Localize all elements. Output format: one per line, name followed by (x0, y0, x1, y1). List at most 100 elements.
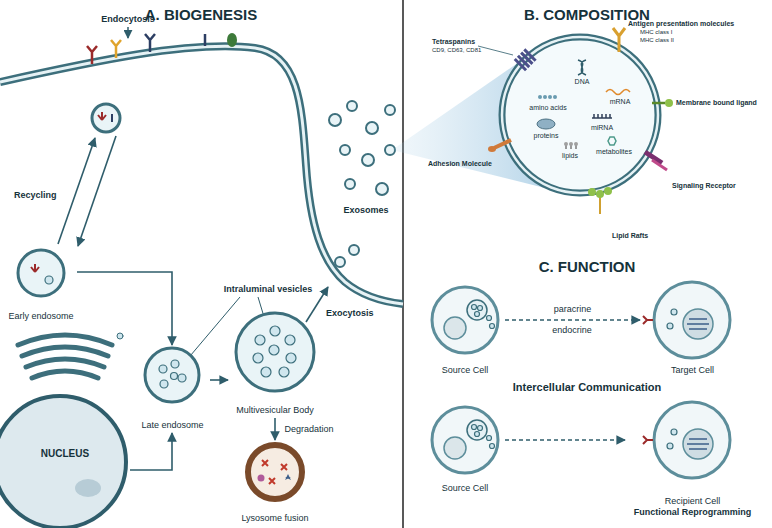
drawing-part (643, 436, 653, 444)
late-endosome-outline (135, 345, 210, 433)
drawing-part (444, 437, 466, 459)
drawing-part (236, 313, 314, 391)
drawing-part (269, 345, 279, 355)
label-text: Membrane bound ligand (676, 99, 757, 107)
drawing-part (671, 309, 677, 315)
drawing-part (592, 114, 612, 118)
label-text: Antigen presentation molecules (628, 20, 734, 28)
drawing-part (564, 142, 568, 146)
drawing-part (366, 122, 378, 134)
drawing-part (255, 335, 265, 345)
drawing-part (145, 34, 155, 52)
drawing-part (478, 306, 483, 311)
drawing-part (488, 146, 496, 152)
label-text: lipids (562, 152, 578, 160)
node-text: Early endosome (8, 311, 73, 322)
drawing-part (261, 367, 271, 377)
drawing-part (171, 373, 178, 380)
connector-arrow (274, 418, 276, 440)
drawing-part (643, 316, 653, 324)
connector-arrow (210, 379, 228, 381)
target-cell-outline (640, 280, 745, 378)
label-text: Exosomes (343, 205, 388, 215)
drawing-part (671, 429, 677, 435)
node-text: Source Cell (442, 365, 489, 376)
edge-label: paracrine (552, 304, 594, 315)
label-text: MHC class II (640, 37, 674, 44)
drawing-part (345, 179, 355, 189)
drawing-part (596, 190, 604, 198)
drawing-part (432, 407, 498, 473)
drawing-part (92, 104, 120, 132)
drawing-part (258, 475, 265, 482)
drawing-part (444, 317, 466, 339)
drawing-part (654, 402, 730, 478)
drawing-part (475, 432, 480, 437)
drawing-part (502, 37, 658, 193)
drawing-part (608, 137, 616, 145)
drawing-part (687, 439, 709, 449)
drawing-part (588, 188, 596, 196)
drawing-part (487, 436, 492, 441)
drawing-part (490, 444, 495, 449)
drawing-part (32, 371, 98, 378)
node-text: Late endosome (141, 420, 203, 431)
drawing-part (145, 348, 199, 402)
drawing-part (432, 287, 498, 353)
lipid-raft (588, 187, 612, 214)
lysosome: Lysosome fusion (225, 440, 325, 526)
drawing-part (270, 326, 280, 336)
drawing-part (578, 60, 586, 75)
drawing-part (178, 374, 186, 382)
drawing-part (253, 353, 263, 363)
membrane-receptors (87, 27, 237, 64)
drawing-part (467, 420, 487, 440)
label-text: amino acids (529, 104, 566, 112)
early-endosome: Early endosome (5, 246, 77, 324)
panel-title: C. FUNCTION (539, 258, 636, 275)
connector-arrow (77, 272, 172, 345)
drawing-part (574, 142, 578, 146)
recycling-arrows (58, 136, 116, 246)
node-text: Lysosome fusion (241, 513, 308, 524)
drawing-part (117, 333, 123, 339)
label-text: DNA (575, 78, 590, 86)
drawing-part (604, 187, 612, 195)
nucleus: NUCLEUS (0, 392, 130, 528)
drawing-part (548, 95, 552, 99)
drawing-part (0, 396, 126, 528)
drawing-part (478, 426, 483, 431)
source-cell: Source Cell (425, 400, 505, 496)
leader-line (478, 46, 513, 55)
drawing-part (87, 46, 97, 64)
drawing-part (285, 474, 291, 480)
drawing-part (159, 365, 167, 373)
multivesicular-body: Multivesicular Body (228, 306, 322, 418)
exosome-vesicles (329, 101, 395, 267)
drawing-part (286, 353, 296, 363)
drawing-part (553, 95, 557, 99)
node-text: Source Cell (442, 483, 489, 494)
drawing-part (494, 140, 511, 148)
drawing-part (160, 380, 168, 388)
label-text: Endocytosis (101, 14, 155, 24)
drawing-part (31, 264, 39, 272)
golgi-apparatus (18, 333, 123, 378)
node-text: Recipient Cell (665, 496, 721, 507)
label-text: Intraluminal vesicles (224, 284, 313, 294)
drawing-part (523, 48, 536, 61)
exosome-structure (502, 37, 658, 193)
drawing-part (127, 27, 129, 38)
label-text: Lipid Rafts (612, 232, 648, 240)
drawing-part (0, 46, 403, 304)
endocytic-vesicle (92, 104, 120, 132)
label-text: miRNA (591, 124, 613, 132)
drawing-part (45, 276, 53, 284)
drawing-part (26, 359, 104, 367)
drawing-part (475, 312, 480, 317)
label-text: Recycling (14, 190, 57, 200)
drawing-part (18, 335, 112, 345)
